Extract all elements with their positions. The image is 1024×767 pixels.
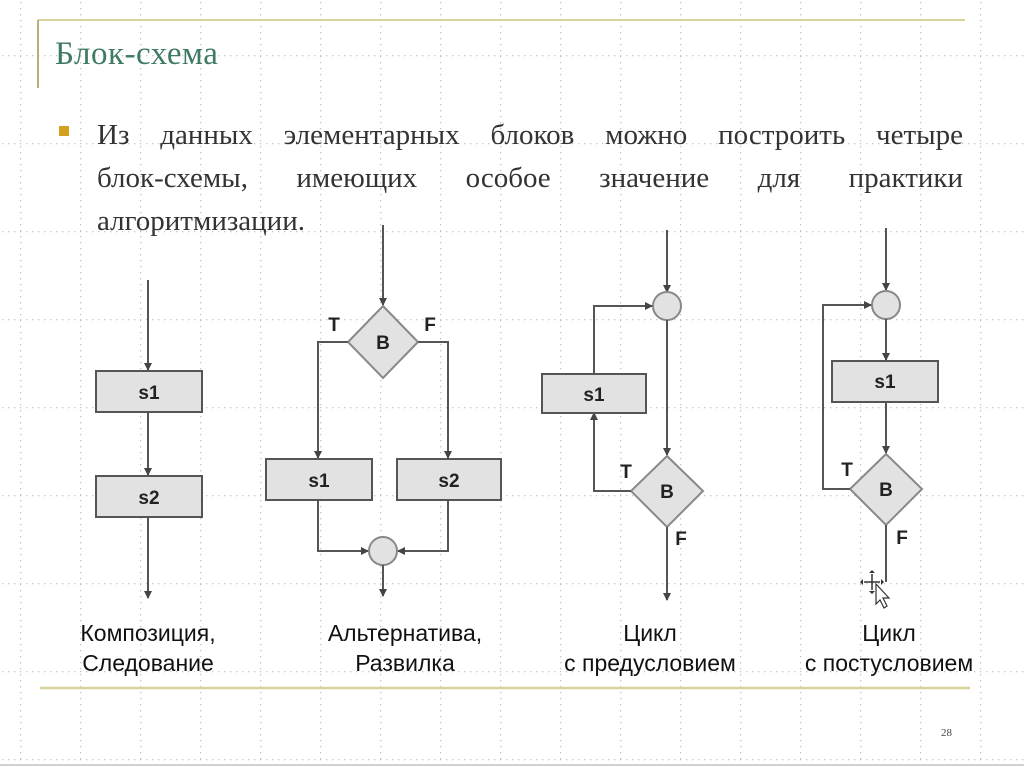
block-label: s1 bbox=[308, 471, 330, 492]
mouse-cursor-icon bbox=[860, 570, 891, 609]
diagram-while-loop bbox=[541, 230, 705, 601]
block-label: s1 bbox=[874, 372, 896, 393]
flow-arrow bbox=[397, 500, 449, 555]
caption-line: Композиция, bbox=[80, 620, 216, 646]
false-label: F bbox=[424, 315, 436, 336]
flow-arrow-true bbox=[590, 412, 631, 492]
process-block bbox=[541, 373, 647, 414]
true-label: T bbox=[620, 462, 632, 483]
bullet-line: алгоритмизации. bbox=[97, 205, 305, 237]
page-number: 28 bbox=[941, 727, 952, 739]
condition-label: B bbox=[879, 480, 893, 501]
caption-line: Цикл bbox=[623, 620, 677, 646]
false-label: F bbox=[675, 529, 687, 550]
process-block bbox=[831, 360, 939, 403]
flow-arrow-false bbox=[418, 341, 452, 459]
block-label: s1 bbox=[583, 385, 605, 406]
connector-circle bbox=[871, 290, 901, 320]
caption-line: Следование bbox=[82, 650, 214, 676]
caption-line: с постусловием bbox=[804, 650, 974, 676]
condition-label: B bbox=[660, 482, 674, 503]
connector-circle bbox=[368, 536, 398, 566]
caption-line: Альтернатива, bbox=[327, 620, 483, 646]
flow-arrow-true bbox=[822, 301, 872, 490]
process-block bbox=[95, 370, 203, 413]
slide-title: Блок-схема bbox=[55, 36, 219, 72]
connector-circle bbox=[652, 291, 682, 321]
flow-arrow bbox=[317, 500, 369, 555]
flow-arrow bbox=[593, 302, 653, 374]
condition-label: B bbox=[376, 333, 390, 354]
false-label: F bbox=[896, 528, 908, 549]
diagram-composition bbox=[95, 280, 203, 599]
block-label: s2 bbox=[138, 488, 159, 509]
true-label: T bbox=[841, 460, 853, 481]
caption-line: Развилка bbox=[355, 650, 455, 676]
caption-while-loop: Цикл с предусловием bbox=[535, 618, 765, 678]
caption-composition: Композиция, Следование bbox=[48, 618, 248, 678]
diagram-do-while-loop bbox=[822, 228, 939, 582]
block-label: s2 bbox=[438, 471, 459, 492]
process-block bbox=[396, 458, 502, 501]
block-label: s1 bbox=[138, 383, 160, 404]
diagram-alternative bbox=[265, 225, 502, 597]
bullet-text: Из данных элементарных блоков можно пост… bbox=[97, 114, 963, 243]
caption-line: с предусловием bbox=[564, 650, 736, 676]
decision-diamond bbox=[346, 304, 420, 380]
process-block bbox=[265, 458, 373, 501]
caption-line: Цикл bbox=[862, 620, 916, 646]
bullet-line: блок-схемы, имеющих особое значение для … bbox=[97, 162, 963, 194]
true-label: T bbox=[328, 315, 340, 336]
caption-do-while-loop: Цикл с постусловием bbox=[774, 618, 1004, 678]
flow-arrow-true bbox=[314, 341, 348, 459]
caption-alternative: Альтернатива, Развилка bbox=[300, 618, 510, 678]
bullet-icon bbox=[59, 126, 69, 136]
bullet-line: Из данных элементарных блоков можно пост… bbox=[97, 119, 963, 151]
process-block bbox=[95, 475, 203, 518]
